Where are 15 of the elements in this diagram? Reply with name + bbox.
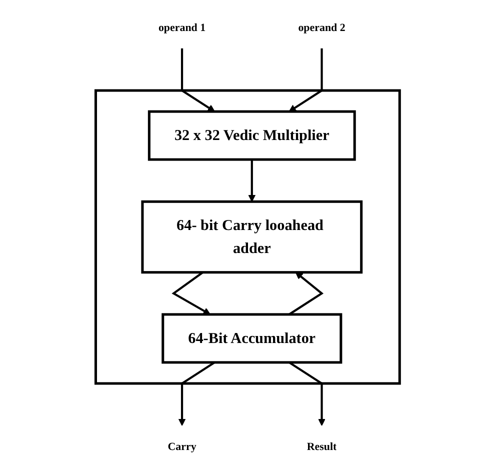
arrow: [289, 48, 324, 112]
node-box: 32 x 32 Vedic Multiplier: [148, 110, 356, 161]
arrow: [178, 362, 216, 426]
cluster: [94, 89, 402, 385]
arrow: [288, 362, 326, 426]
node-text: operand 1: [158, 21, 206, 34]
node-text: operand 2: [298, 21, 346, 34]
node-text: Carry: [168, 440, 197, 453]
arrow: [181, 48, 216, 112]
node-box: 64-Bit Accumulator: [162, 313, 342, 364]
arrow: [248, 160, 256, 202]
node-text: Result: [307, 440, 337, 453]
node-box: 64- bit Carry looahead adder: [142, 200, 363, 274]
arrow: [288, 272, 324, 316]
arrow: [172, 272, 211, 315]
